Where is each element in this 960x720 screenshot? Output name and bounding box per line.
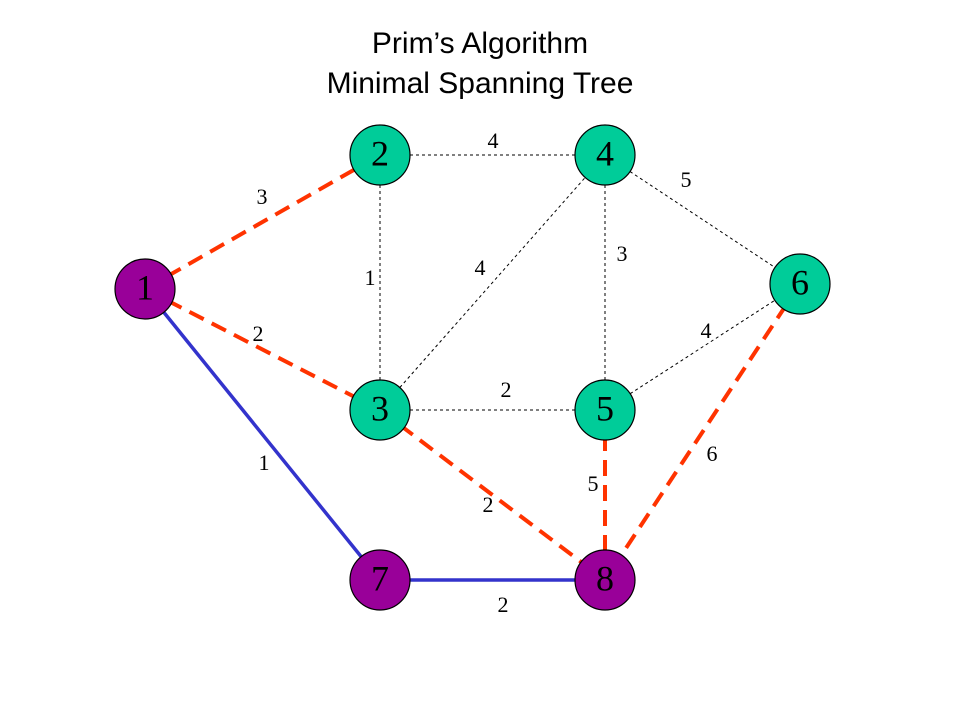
slide-title: Prim’s Algorithm Minimal Spanning Tree — [0, 24, 960, 104]
edge-weight-4-6: 5 — [681, 167, 692, 192]
node-label-6: 6 — [791, 262, 809, 302]
edge-4-6 — [604, 154, 801, 285]
node-circle-5 — [574, 379, 636, 441]
node-7: 7 — [349, 549, 411, 611]
node-label-2: 2 — [371, 133, 389, 173]
node-circle-6 — [769, 253, 831, 315]
edge-weight-1-7: 1 — [259, 450, 270, 475]
edge-weight-5-8: 5 — [588, 471, 599, 496]
edge-weight-4-5: 3 — [617, 241, 628, 266]
node-label-5: 5 — [596, 388, 614, 428]
edge-weight-3-8: 2 — [483, 492, 494, 517]
node-label-1: 1 — [136, 267, 154, 307]
node-4: 4 — [574, 124, 636, 186]
edge-5-6 — [604, 283, 801, 411]
node-6: 6 — [769, 253, 831, 315]
edge-weight-2-4: 4 — [488, 128, 499, 153]
node-2: 2 — [349, 124, 411, 186]
weights-layer: 3 2 1 4 1 4 3 5 2 4 2 5 6 2 — [253, 128, 718, 617]
node-1: 1 — [114, 258, 176, 320]
node-circle-2 — [349, 124, 411, 186]
node-3: 3 — [349, 379, 411, 441]
node-label-7: 7 — [371, 558, 389, 598]
node-circle-3 — [349, 379, 411, 441]
edge-3-4 — [379, 154, 606, 411]
edge-3-8 — [378, 408, 607, 582]
edge-6-8 — [603, 282, 802, 582]
nodes-layer: 1 2 3 4 5 6 7 8 — [114, 124, 831, 611]
node-circle-4 — [574, 124, 636, 186]
node-label-4: 4 — [596, 133, 614, 173]
edge-weight-3-4: 4 — [475, 255, 486, 280]
edge-weight-1-3: 2 — [253, 321, 264, 346]
node-circle-7 — [349, 549, 411, 611]
edge-1-7 — [143, 287, 382, 582]
node-circle-1 — [114, 258, 176, 320]
node-label-3: 3 — [371, 388, 389, 428]
edge-weight-1-2: 3 — [257, 184, 268, 209]
edge-weight-2-3: 1 — [365, 265, 376, 290]
title-line-1: Prim’s Algorithm — [371, 27, 589, 60]
node-label-8: 8 — [596, 558, 614, 598]
edge-weight-3-5: 2 — [501, 377, 512, 402]
edge-1-2 — [144, 153, 381, 291]
edge-weight-5-6: 4 — [701, 318, 712, 343]
edges-layer — [143, 153, 802, 582]
edge-1-3 — [144, 287, 381, 412]
node-5: 5 — [574, 379, 636, 441]
node-8: 8 — [574, 549, 636, 611]
edge-weight-6-8: 6 — [707, 441, 718, 466]
title-line-2: Minimal Spanning Tree — [326, 67, 634, 100]
edge-weight-7-8: 2 — [498, 592, 509, 617]
node-circle-8 — [574, 549, 636, 611]
